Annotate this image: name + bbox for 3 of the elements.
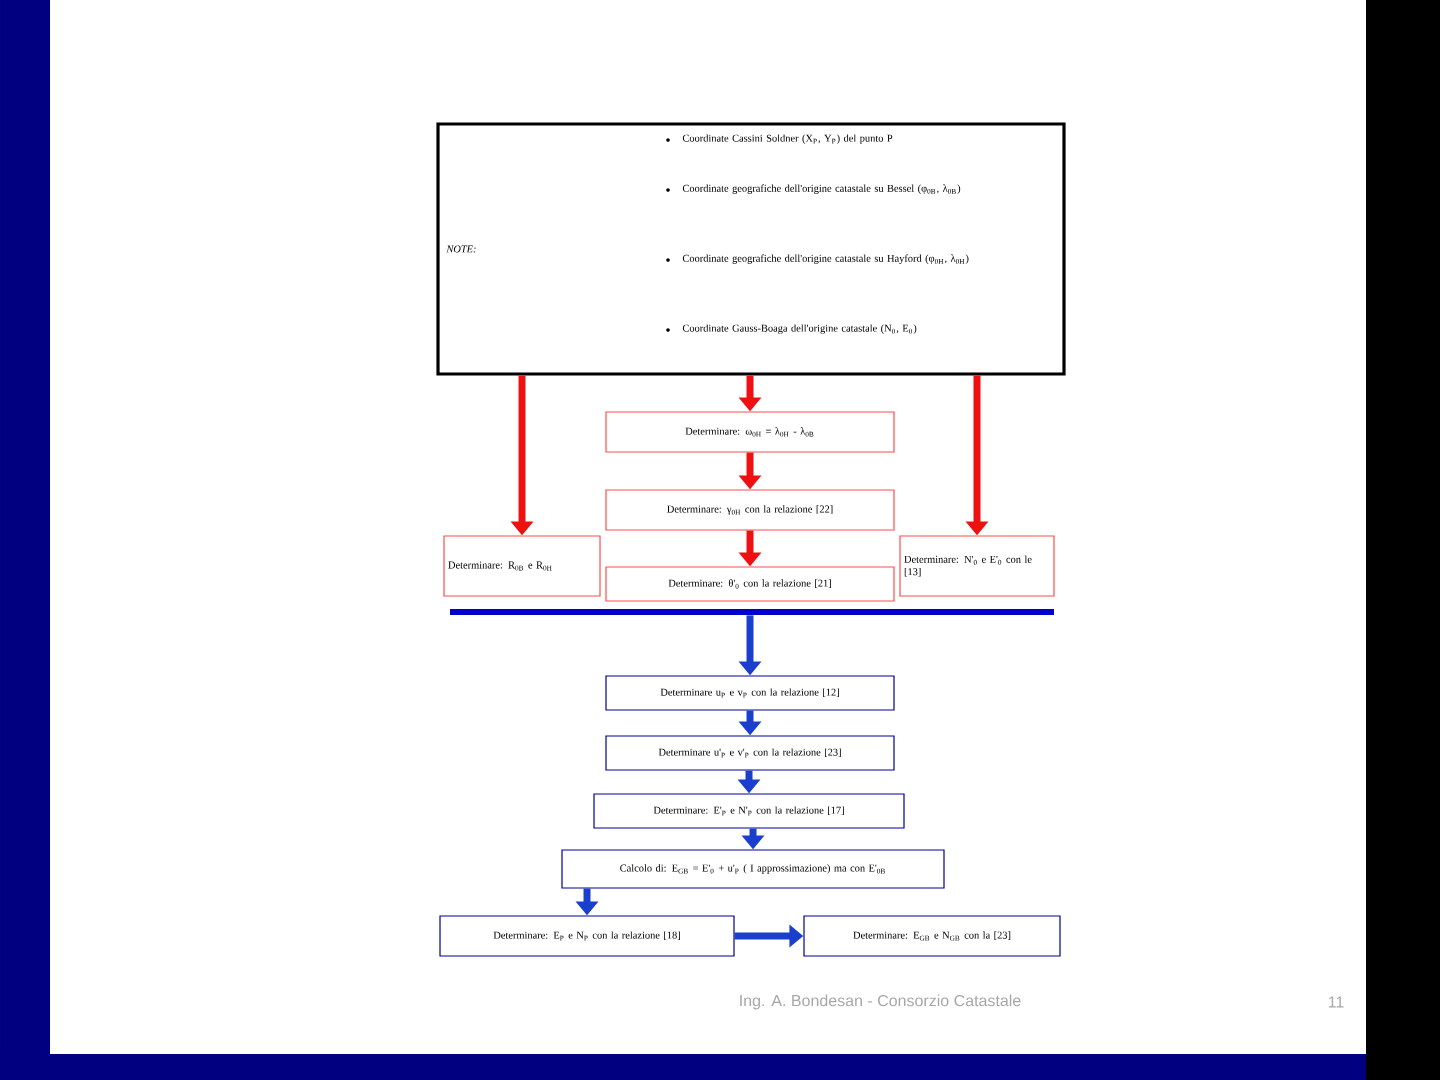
divider-bar	[450, 609, 1054, 615]
footer-text: Ing. A. Bondesan - Consorzio Catastale	[740, 994, 1021, 1010]
page-number: 11	[1328, 996, 1344, 1008]
